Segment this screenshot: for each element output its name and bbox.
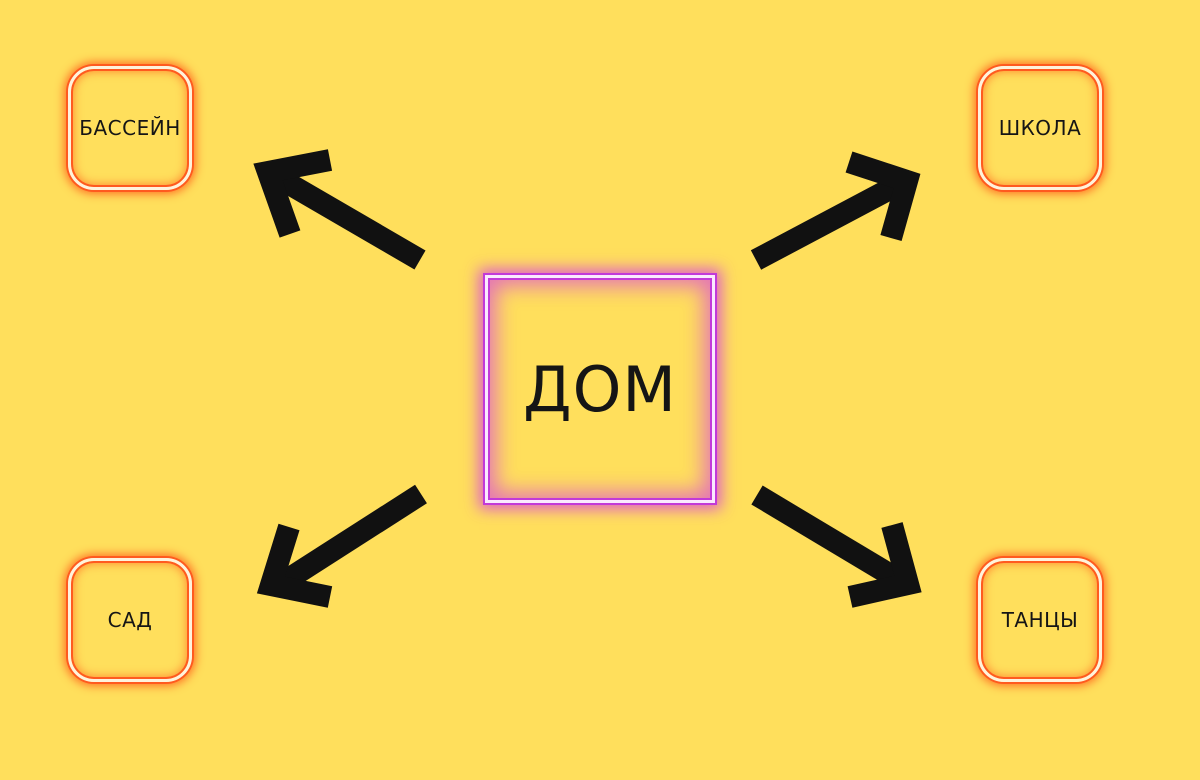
node-dance-label: ТАНЦЫ	[1001, 608, 1079, 632]
node-pool-label: БАССЕЙН	[79, 116, 181, 140]
node-pool: БАССЕЙН	[68, 66, 192, 190]
node-garden: САД	[68, 558, 192, 682]
center-node-label: ДОМ	[523, 352, 677, 426]
center-node-home: ДОМ	[485, 275, 715, 503]
arrow-to-top-right	[750, 151, 921, 270]
node-garden-label: САД	[107, 608, 153, 632]
node-dance: ТАНЦЫ	[978, 558, 1102, 682]
arrow-to-bottom-left	[256, 484, 427, 608]
node-school: ШКОЛА	[978, 66, 1102, 190]
node-school-label: ШКОЛА	[998, 116, 1082, 140]
arrow-to-top-left	[253, 149, 426, 270]
arrow-to-bottom-right	[751, 485, 922, 608]
